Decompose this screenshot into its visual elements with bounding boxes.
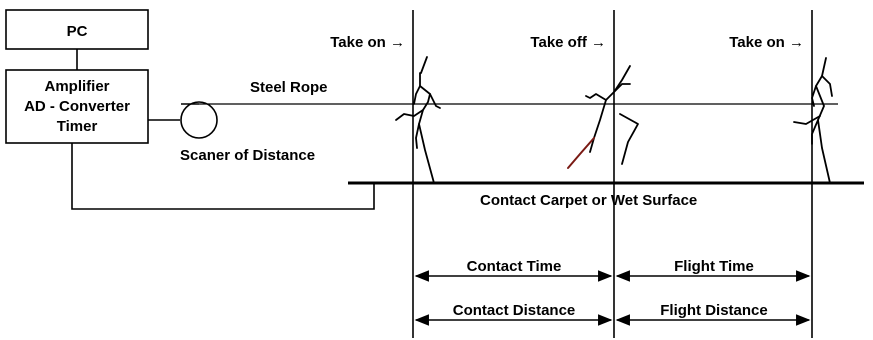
steel-rope-label: Steel Rope [250,79,328,96]
timer-label: Timer [57,118,98,135]
scanner-label: Scaner of Distance [180,147,315,164]
pc-box: PC [5,9,149,50]
flight-distance-label: Flight Distance [660,302,768,319]
runner-figure-take-on-2 [793,57,847,184]
converter-label: AD - Converter [24,98,130,115]
ground-wire [71,143,375,210]
distance-scanner [180,101,218,139]
runner-figure-take-off [567,65,639,169]
take-on-label-1: Take on → [330,34,405,51]
contact-time-label: Contact Time [467,258,562,275]
take-on-label-2: Take on → [729,34,804,51]
runner-figure-take-on [395,56,449,184]
contact-distance-label: Contact Distance [453,302,576,319]
flight-time-label: Flight Time [674,258,754,275]
amplifier-label: Amplifier [44,78,109,95]
surface-label: Contact Carpet or Wet Surface [480,192,697,209]
amplifier-box: Amplifier AD - Converter Timer [5,69,149,144]
take-off-label: Take off → [530,34,606,51]
pc-label: PC [67,23,88,40]
